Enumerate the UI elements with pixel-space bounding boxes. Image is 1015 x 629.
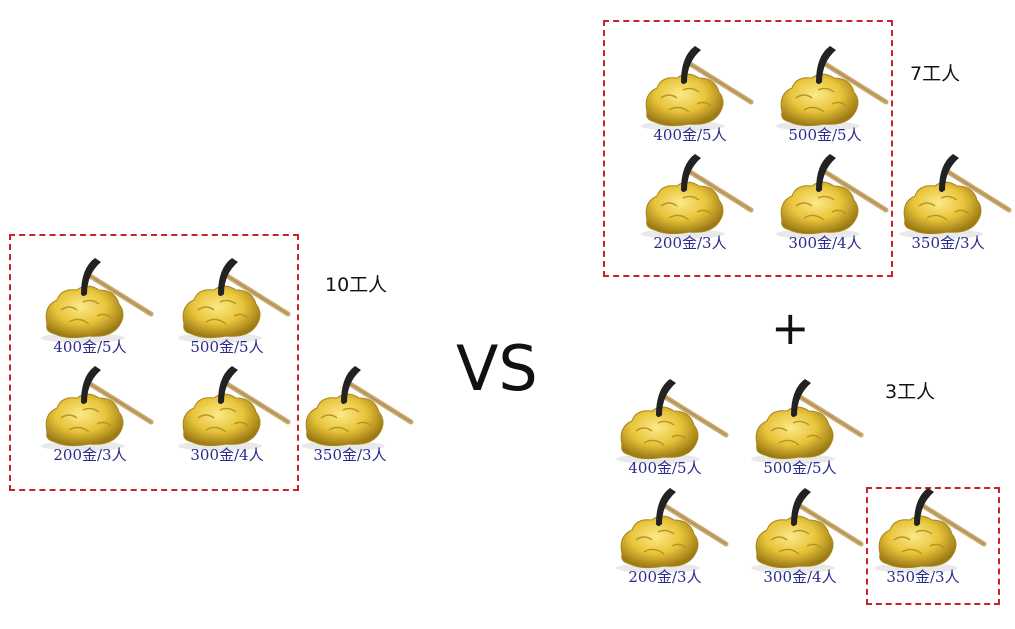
mine-rb-200: 200金/3人 bbox=[600, 484, 730, 592]
mine-label: 300金/4人 bbox=[788, 234, 862, 252]
mine-rt-400: 400金/5人 bbox=[625, 42, 755, 150]
mine-label: 500金/5人 bbox=[763, 459, 837, 477]
plus-sign: + bbox=[771, 301, 810, 355]
mine-rb-400: 400金/5人 bbox=[600, 375, 730, 483]
mine-label: 200金/3人 bbox=[628, 568, 702, 586]
mine-label: 350金/3人 bbox=[886, 568, 960, 586]
mine-label: 500金/5人 bbox=[190, 338, 264, 356]
mine-label: 400金/5人 bbox=[53, 338, 127, 356]
mine-left-200: 200金/3人 bbox=[25, 362, 155, 470]
mine-rt-300: 300金/4人 bbox=[760, 150, 890, 258]
mine-label: 300金/4人 bbox=[763, 568, 837, 586]
mine-rt-350: 350金/3人 bbox=[883, 150, 1013, 258]
left-selection-box bbox=[9, 234, 299, 491]
mine-label: 200金/3人 bbox=[53, 446, 127, 464]
mine-rb-500: 500金/5人 bbox=[735, 375, 865, 483]
mine-rb-300: 300金/4人 bbox=[735, 484, 865, 592]
mine-label: 500金/5人 bbox=[788, 126, 862, 144]
mine-label: 400金/5人 bbox=[653, 126, 727, 144]
mine-rb-350: 350金/3人 bbox=[858, 484, 988, 592]
right-bottom-selection-box bbox=[866, 487, 1000, 605]
mine-left-400: 400金/5人 bbox=[25, 254, 155, 362]
mine-label: 350金/3人 bbox=[911, 234, 985, 252]
mine-left-350: 350金/3人 bbox=[285, 362, 415, 470]
mine-label: 350金/3人 bbox=[313, 446, 387, 464]
mine-label: 200金/3人 bbox=[653, 234, 727, 252]
mine-label: 400金/5人 bbox=[628, 459, 702, 477]
mine-label: 300金/4人 bbox=[190, 446, 264, 464]
mine-left-300: 300金/4人 bbox=[162, 362, 292, 470]
mine-rt-200: 200金/3人 bbox=[625, 150, 755, 258]
vs-text: VS bbox=[456, 332, 538, 405]
mine-left-500: 500金/5人 bbox=[162, 254, 292, 362]
right-bottom-worker-label: 3工人 bbox=[885, 381, 936, 403]
right-top-selection-box bbox=[603, 20, 893, 277]
right-top-worker-label: 7工人 bbox=[910, 63, 961, 85]
mine-rt-500: 500金/5人 bbox=[760, 42, 890, 150]
left-worker-label: 10工人 bbox=[325, 274, 388, 296]
